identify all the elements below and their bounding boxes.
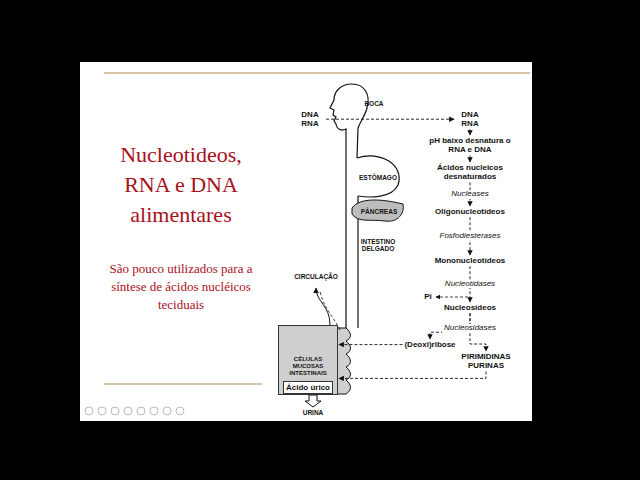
node-text: Mononucleotídeos xyxy=(435,256,506,265)
term-label: DNA RNA xyxy=(456,110,484,128)
organ-label: URINA xyxy=(303,409,324,416)
enzyme-label: Fosfodiesterases xyxy=(438,232,503,241)
node-text: DNA RNA xyxy=(296,110,324,128)
organ-label: PÂNCREAS xyxy=(361,208,397,215)
slide-toolbar xyxy=(85,407,184,415)
flow-arrow xyxy=(339,371,486,378)
intestinal-villi xyxy=(338,328,351,394)
product-label: PIRIMIDINAS PURINAS xyxy=(456,352,516,370)
pancreas xyxy=(352,200,403,221)
process-step: Ácidos nucleicos desnaturados xyxy=(426,163,514,181)
node-text: CÉLULAS MUCOSAS INTESTINAIS xyxy=(279,356,337,377)
flow-arrow xyxy=(470,155,471,162)
organ-label: INTESTINO DELGADO xyxy=(360,238,396,253)
product-label: (Deoxi)ribose xyxy=(404,340,455,349)
rule-line xyxy=(104,383,262,385)
slide-background xyxy=(80,62,532,421)
node-text: pH baixo desnatura o RNA e DNA xyxy=(426,136,514,154)
process-step: pH baixo desnatura o RNA e DNA xyxy=(426,136,514,154)
cell-box: CÉLULAS MUCOSAS INTESTINAIS Ácido úrico xyxy=(278,325,338,395)
enzyme-label: Nucleases xyxy=(449,190,490,199)
node-text: Ácidos nucleicos desnaturados xyxy=(426,163,514,181)
flow-arrow xyxy=(339,344,402,345)
organ-label: ESTÔMAGO xyxy=(359,174,397,181)
organ-label: BOCA xyxy=(364,100,383,107)
circulation-arrow xyxy=(320,290,340,330)
flow-arrow xyxy=(326,119,454,120)
stomach xyxy=(357,156,399,197)
urine-arrow xyxy=(305,395,321,407)
node-text: Nucleosídeos xyxy=(444,303,496,312)
flow-arrow xyxy=(470,129,471,135)
node-text: Ácido úrico xyxy=(283,381,333,394)
enzyme-label: Nucleotidases xyxy=(443,280,497,289)
process-step: Oligonucleotídeos xyxy=(435,207,505,216)
organ-label: CIRCULAÇÃO xyxy=(294,273,338,280)
enzyme-label: Nucleosidases xyxy=(442,324,498,333)
process-step: Mononucleotídeos xyxy=(435,256,506,265)
slide-subtitle: São pouco utilizados para a síntese de á… xyxy=(91,260,271,314)
rule-line xyxy=(104,72,530,74)
process-step: Nucleosídeos xyxy=(444,303,496,312)
circulation-arrow xyxy=(316,288,330,325)
node-text: Oligonucleotídeos xyxy=(435,207,505,216)
term-label: DNA RNA xyxy=(296,110,324,128)
phosphate-arrow xyxy=(436,297,468,298)
organ-label: Pi xyxy=(424,292,432,301)
node-text: PIRIMIDINAS PURINAS xyxy=(456,352,516,370)
node-text: DNA RNA xyxy=(456,110,484,128)
slide-title: Nucleotideos, RNA e DNA alimentares xyxy=(101,140,261,230)
node-text: (Deoxi)ribose xyxy=(404,340,455,349)
